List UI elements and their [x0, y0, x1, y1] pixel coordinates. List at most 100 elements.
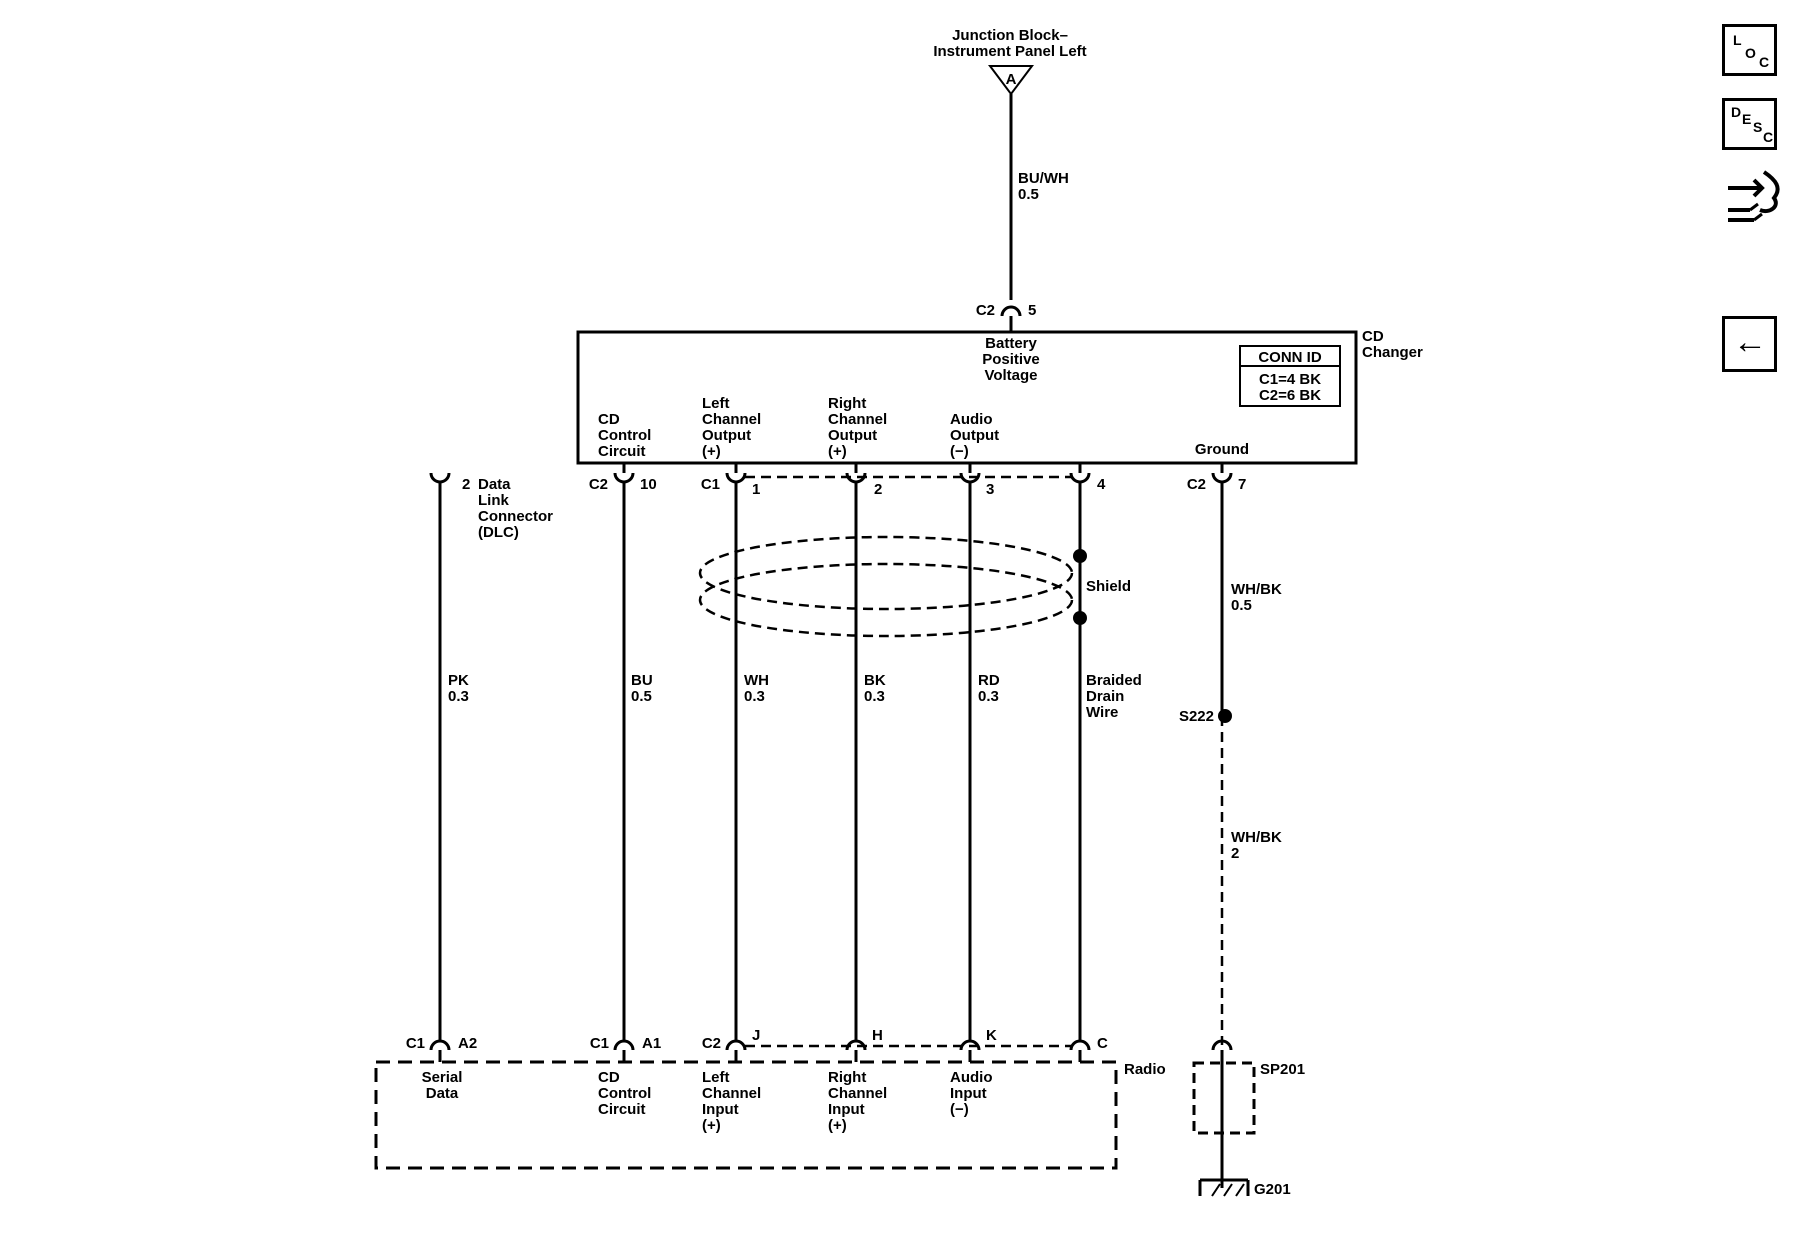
- cd-control-out-label-2: Control: [598, 427, 651, 444]
- radio-box: Radio Serial Data CD Control Circuit Lef…: [374, 1060, 1166, 1170]
- desc-letter-e: E: [1742, 111, 1752, 127]
- desc-letter-c: C: [1763, 129, 1774, 145]
- serial-conn: C1: [406, 1035, 425, 1052]
- left-out-label-4: (+): [702, 443, 721, 460]
- location-button[interactable]: L O C: [1722, 24, 1777, 76]
- left-in-connector-symbol: [725, 1039, 747, 1051]
- serial-connector-symbol: [429, 1039, 451, 1051]
- right-in-label-2: Channel: [828, 1085, 887, 1102]
- conn-id-row-1: C1=4 BK: [1259, 371, 1321, 388]
- wh-wire-color: WH: [744, 672, 769, 689]
- right-out-label-2: Channel: [828, 411, 887, 428]
- sp201-box: [1192, 1061, 1256, 1135]
- rd-wire-color: RD: [978, 672, 1000, 689]
- right-in-label-4: (+): [828, 1117, 847, 1134]
- sp201-connector-symbol: [1211, 1039, 1233, 1051]
- connector-end-view-icon[interactable]: [1724, 166, 1784, 232]
- drain-label-1: Braided: [1086, 672, 1142, 689]
- shield-label: Shield: [1086, 578, 1131, 595]
- ground-label: Ground: [1195, 441, 1249, 458]
- drain-in-connector-symbol: [1069, 1039, 1091, 1051]
- bu-wire-color: BU: [631, 672, 653, 689]
- wires: [438, 482, 1224, 1045]
- cd-changer-outline: [576, 330, 1358, 465]
- left-in-label-3: Input: [702, 1101, 739, 1118]
- drain-pin: 4: [1097, 476, 1106, 493]
- gnd-wire-size-1: 0.5: [1231, 597, 1252, 614]
- cd-ctrl-connector-symbol: [613, 472, 635, 484]
- junction-terminal-triangle: [988, 65, 1034, 96]
- audio-in-label-3: (−): [950, 1101, 969, 1118]
- cd-in-label-3: Circuit: [598, 1101, 646, 1118]
- battery-label-1: Battery: [985, 335, 1037, 352]
- bk-wire-color: BK: [864, 672, 886, 689]
- serial-label-1: Serial: [422, 1069, 463, 1086]
- battery-conn-pin: 5: [1028, 302, 1036, 319]
- left-out-label-1: Left: [702, 395, 730, 412]
- cd-ctrl-pin: 10: [640, 476, 657, 493]
- serial-pin: A2: [458, 1035, 477, 1052]
- conn-id-box: [1239, 345, 1341, 407]
- conn-id-row-2: C2=6 BK: [1259, 387, 1321, 404]
- wh-wire-size: 0.3: [744, 688, 765, 705]
- desc-letter-s: S: [1753, 119, 1763, 135]
- dlc-label-4: (DLC): [478, 524, 519, 541]
- junction-terminal-label: A: [1006, 71, 1017, 88]
- g201-label: G201: [1254, 1181, 1291, 1198]
- dlc-label-3: Connector: [478, 508, 553, 525]
- junction-block-title-1: Junction Block–: [952, 27, 1068, 44]
- cd-changer-box: CD Changer Battery Positive Voltage CONN…: [576, 328, 1423, 465]
- bu-wh-color: BU/WH: [1018, 170, 1069, 187]
- dlc-connector-symbol: [429, 472, 451, 484]
- right-out-pin: 2: [874, 481, 882, 498]
- sp201-label: SP201: [1260, 1061, 1305, 1078]
- cd-changer-name-2: Changer: [1362, 344, 1423, 361]
- rd-wire-size: 0.3: [978, 688, 999, 705]
- audio-out-label-1: Audio: [950, 411, 993, 428]
- left-out-conn: C1: [701, 476, 720, 493]
- shield-ellipse-lower: [698, 562, 1074, 638]
- radio-outline: [374, 1060, 1118, 1170]
- right-out-label-3: Output: [828, 427, 877, 444]
- audio-in-label-2: Input: [950, 1085, 987, 1102]
- gnd-connector-symbol: [1211, 472, 1233, 484]
- gnd-wire-size-2: 2: [1231, 845, 1239, 862]
- ground-hatch-1: [1211, 1183, 1221, 1197]
- drain-label-2: Drain: [1086, 688, 1124, 705]
- audio-out-label-3: (−): [950, 443, 969, 460]
- cd-ctrl-conn: C2: [589, 476, 608, 493]
- radio-pins: C1 A2 C1 A1 C2 J H K C: [406, 1027, 1108, 1062]
- left-in-pin: J: [752, 1027, 760, 1044]
- right-out-label-4: (+): [828, 443, 847, 460]
- loc-letter-c: C: [1759, 54, 1770, 70]
- bk-wire-size: 0.3: [864, 688, 885, 705]
- left-out-connector-symbol: [725, 472, 747, 484]
- drain-connector-symbol: [1069, 472, 1091, 484]
- left-in-conn: C2: [702, 1035, 721, 1052]
- conn-id-title: CONN ID: [1258, 349, 1322, 366]
- loc-letter-l: L: [1733, 32, 1742, 48]
- cd-in-pin: A1: [642, 1035, 661, 1052]
- junction-block-title-2: Instrument Panel Left: [933, 43, 1086, 60]
- serial-label-2: Data: [426, 1085, 459, 1102]
- description-button[interactable]: D E S C: [1722, 98, 1777, 150]
- shield-ellipse-upper: [698, 535, 1074, 611]
- right-out-label-1: Right: [828, 395, 866, 412]
- gnd-wire-color-1: WH/BK: [1231, 581, 1282, 598]
- bu-wire-size: 0.5: [631, 688, 652, 705]
- desc-letter-d: D: [1731, 104, 1742, 120]
- battery-label-2: Positive: [982, 351, 1040, 368]
- cd-in-conn: C1: [590, 1035, 609, 1052]
- left-in-label-4: (+): [702, 1117, 721, 1134]
- audio-in-label-1: Audio: [950, 1069, 993, 1086]
- gnd-wire-color-2: WH/BK: [1231, 829, 1282, 846]
- battery-connector-symbol: [1000, 305, 1022, 317]
- drain-in-pin: C: [1097, 1035, 1108, 1052]
- cd-changer-name-1: CD: [1362, 328, 1384, 345]
- loc-letter-o: O: [1745, 45, 1756, 61]
- drain-label-3: Wire: [1086, 704, 1118, 721]
- gnd-pin: 7: [1238, 476, 1246, 493]
- back-button[interactable]: ←: [1722, 316, 1777, 372]
- cd-in-connector-symbol: [613, 1039, 635, 1051]
